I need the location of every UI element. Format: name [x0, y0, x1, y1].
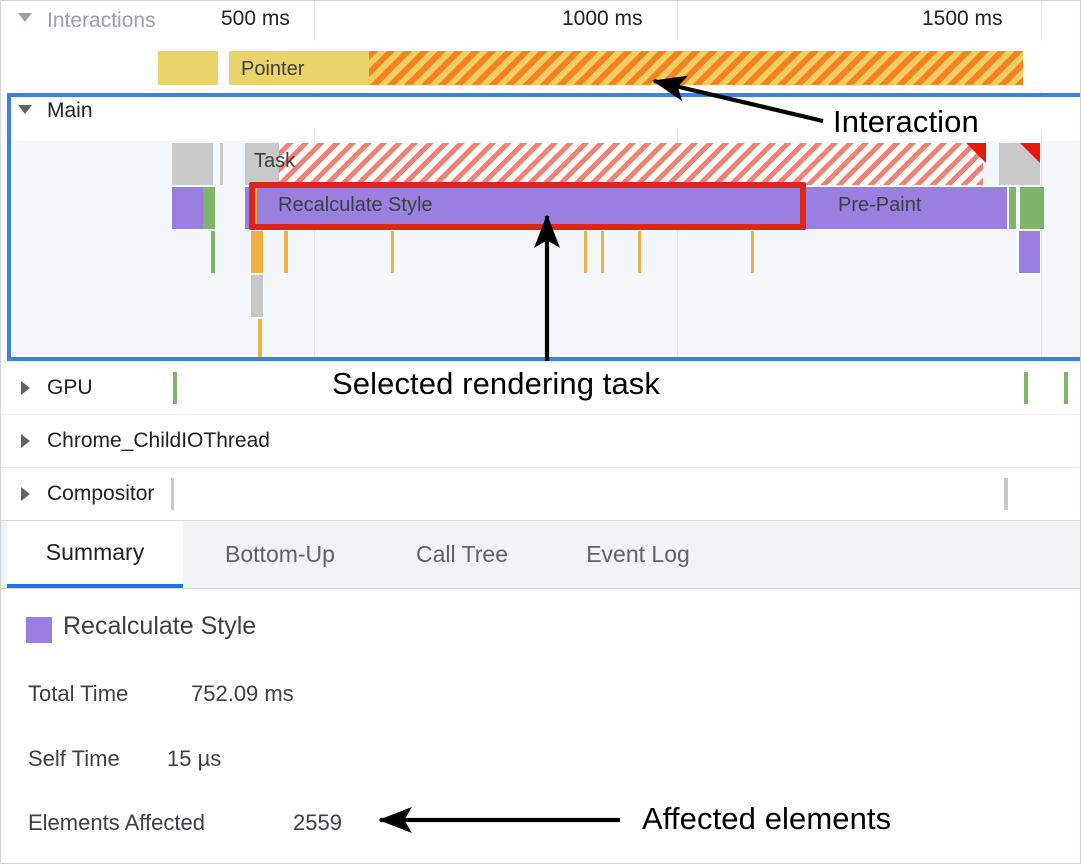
timeline-ruler[interactable]: Interactions 500 ms 1000 ms 1500 ms — [1, 1, 1080, 41]
chevron-right-icon[interactable] — [21, 381, 30, 395]
summary-key-elements-affected: Elements Affected — [28, 810, 205, 835]
flame-event[interactable] — [258, 319, 262, 357]
flame-event-task[interactable] — [245, 143, 279, 185]
chevron-right-icon[interactable] — [21, 434, 30, 448]
summary-value-elements-affected: 2559 — [293, 810, 342, 835]
tab-label: Bottom-Up — [225, 541, 335, 567]
track-name-gpu: GPU — [47, 376, 93, 399]
flame-event[interactable] — [584, 231, 587, 273]
flame-event[interactable] — [1009, 187, 1016, 229]
gridline — [677, 141, 678, 361]
track-marker[interactable] — [1064, 372, 1068, 404]
flame-event-pre-paint[interactable] — [825, 187, 1007, 229]
summary-panel: Recalculate Style Total Time 752.09 ms S… — [1, 589, 1080, 863]
flame-event[interactable] — [254, 187, 259, 229]
tab-label: Call Tree — [415, 541, 509, 567]
annotation-label-affected-elements: Affected elements — [642, 801, 892, 836]
chevron-down-icon[interactable] — [18, 13, 32, 22]
track-row-gpu[interactable]: GPU — [1, 361, 1080, 414]
ruler-tick-label: 500 ms — [221, 7, 290, 30]
flame-event[interactable] — [211, 231, 215, 273]
flame-event-long-task[interactable] — [279, 143, 983, 185]
track-name-chrome-childiothread: Chrome_ChildIOThread — [47, 429, 270, 452]
interactions-track[interactable]: Pointer — [1, 41, 1080, 91]
flame-event[interactable] — [251, 275, 263, 317]
flame-event[interactable] — [1019, 231, 1040, 273]
event-color-swatch — [26, 617, 52, 643]
summary-value-total-time: 752.09 ms — [191, 681, 294, 706]
flame-event[interactable] — [638, 231, 641, 273]
main-flame-chart[interactable]: Task Recalculate Style Pre-Paint — [9, 141, 1080, 361]
interaction-event-pointer[interactable] — [229, 51, 369, 85]
flame-event[interactable] — [220, 143, 223, 185]
track-name-compositor: Compositor — [47, 482, 155, 505]
tab-label: Summary — [45, 539, 145, 565]
track-marker[interactable] — [1004, 478, 1008, 510]
flame-event[interactable] — [172, 187, 203, 229]
track-row-chrome-childiothread[interactable]: Chrome_ChildIOThread — [1, 414, 1080, 467]
gridline — [314, 141, 315, 361]
interaction-event-long[interactable] — [369, 51, 1023, 85]
long-task-warning-icon — [1020, 143, 1040, 163]
summary-key-self-time: Self Time — [28, 746, 120, 771]
summary-event-name: Recalculate Style — [63, 612, 257, 640]
tab-call-tree[interactable]: Call Tree — [381, 521, 543, 588]
track-row-compositor[interactable]: Compositor — [1, 467, 1080, 520]
main-track-header[interactable]: Main — [1, 93, 1080, 129]
annotation-label-interaction: Interaction — [833, 104, 979, 139]
details-tabbar[interactable]: Summary Bottom-Up Call Tree Event Log — [1, 520, 1080, 589]
flame-event-recalculate-style[interactable] — [257, 187, 828, 229]
chevron-right-icon[interactable] — [21, 487, 30, 501]
flame-event[interactable] — [172, 143, 213, 185]
tab-summary[interactable]: Summary — [7, 521, 183, 588]
tab-bottom-up[interactable]: Bottom-Up — [191, 521, 369, 588]
track-marker[interactable] — [173, 372, 177, 404]
chevron-down-icon[interactable] — [18, 105, 32, 114]
annotation-label-selected-task: Selected rendering task — [332, 366, 660, 401]
flame-event[interactable] — [284, 231, 288, 273]
flame-event[interactable] — [203, 187, 215, 229]
long-task-warning-icon — [966, 143, 986, 163]
track-name-main: Main — [47, 99, 93, 122]
track-marker[interactable] — [1024, 372, 1028, 404]
flame-event[interactable] — [751, 231, 754, 273]
flame-event[interactable] — [245, 187, 254, 229]
flame-event[interactable] — [1020, 187, 1044, 229]
track-name-interactions: Interactions — [47, 9, 156, 32]
summary-key-total-time: Total Time — [28, 681, 129, 706]
tab-event-log[interactable]: Event Log — [553, 521, 723, 588]
ruler-tick-label: 1000 ms — [562, 7, 643, 30]
flame-event[interactable] — [601, 231, 604, 273]
interaction-event[interactable] — [158, 51, 218, 85]
gridline — [1041, 141, 1042, 361]
flame-event[interactable] — [391, 231, 394, 273]
flame-event[interactable] — [251, 231, 263, 273]
ruler-tick-label: 1500 ms — [922, 7, 1003, 30]
tab-label: Event Log — [586, 541, 690, 567]
summary-value-self-time: 15 µs — [167, 746, 222, 771]
track-marker[interactable] — [171, 478, 174, 510]
